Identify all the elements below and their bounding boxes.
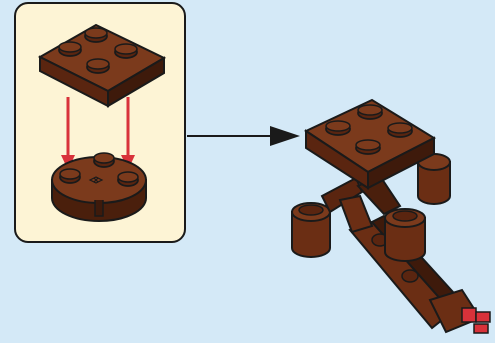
result-model-icon (292, 100, 490, 333)
model-top-plate-icon (306, 100, 434, 188)
brown-plate-2x2-icon (40, 25, 164, 106)
left-round-tile-icon (292, 203, 330, 257)
right-round-tile-icon (385, 209, 425, 261)
upper-round-tile-icon (418, 154, 450, 204)
red-claw-icon (462, 308, 490, 333)
direction-arrow (187, 126, 300, 146)
brown-round-plate-2x2-icon (52, 153, 146, 221)
